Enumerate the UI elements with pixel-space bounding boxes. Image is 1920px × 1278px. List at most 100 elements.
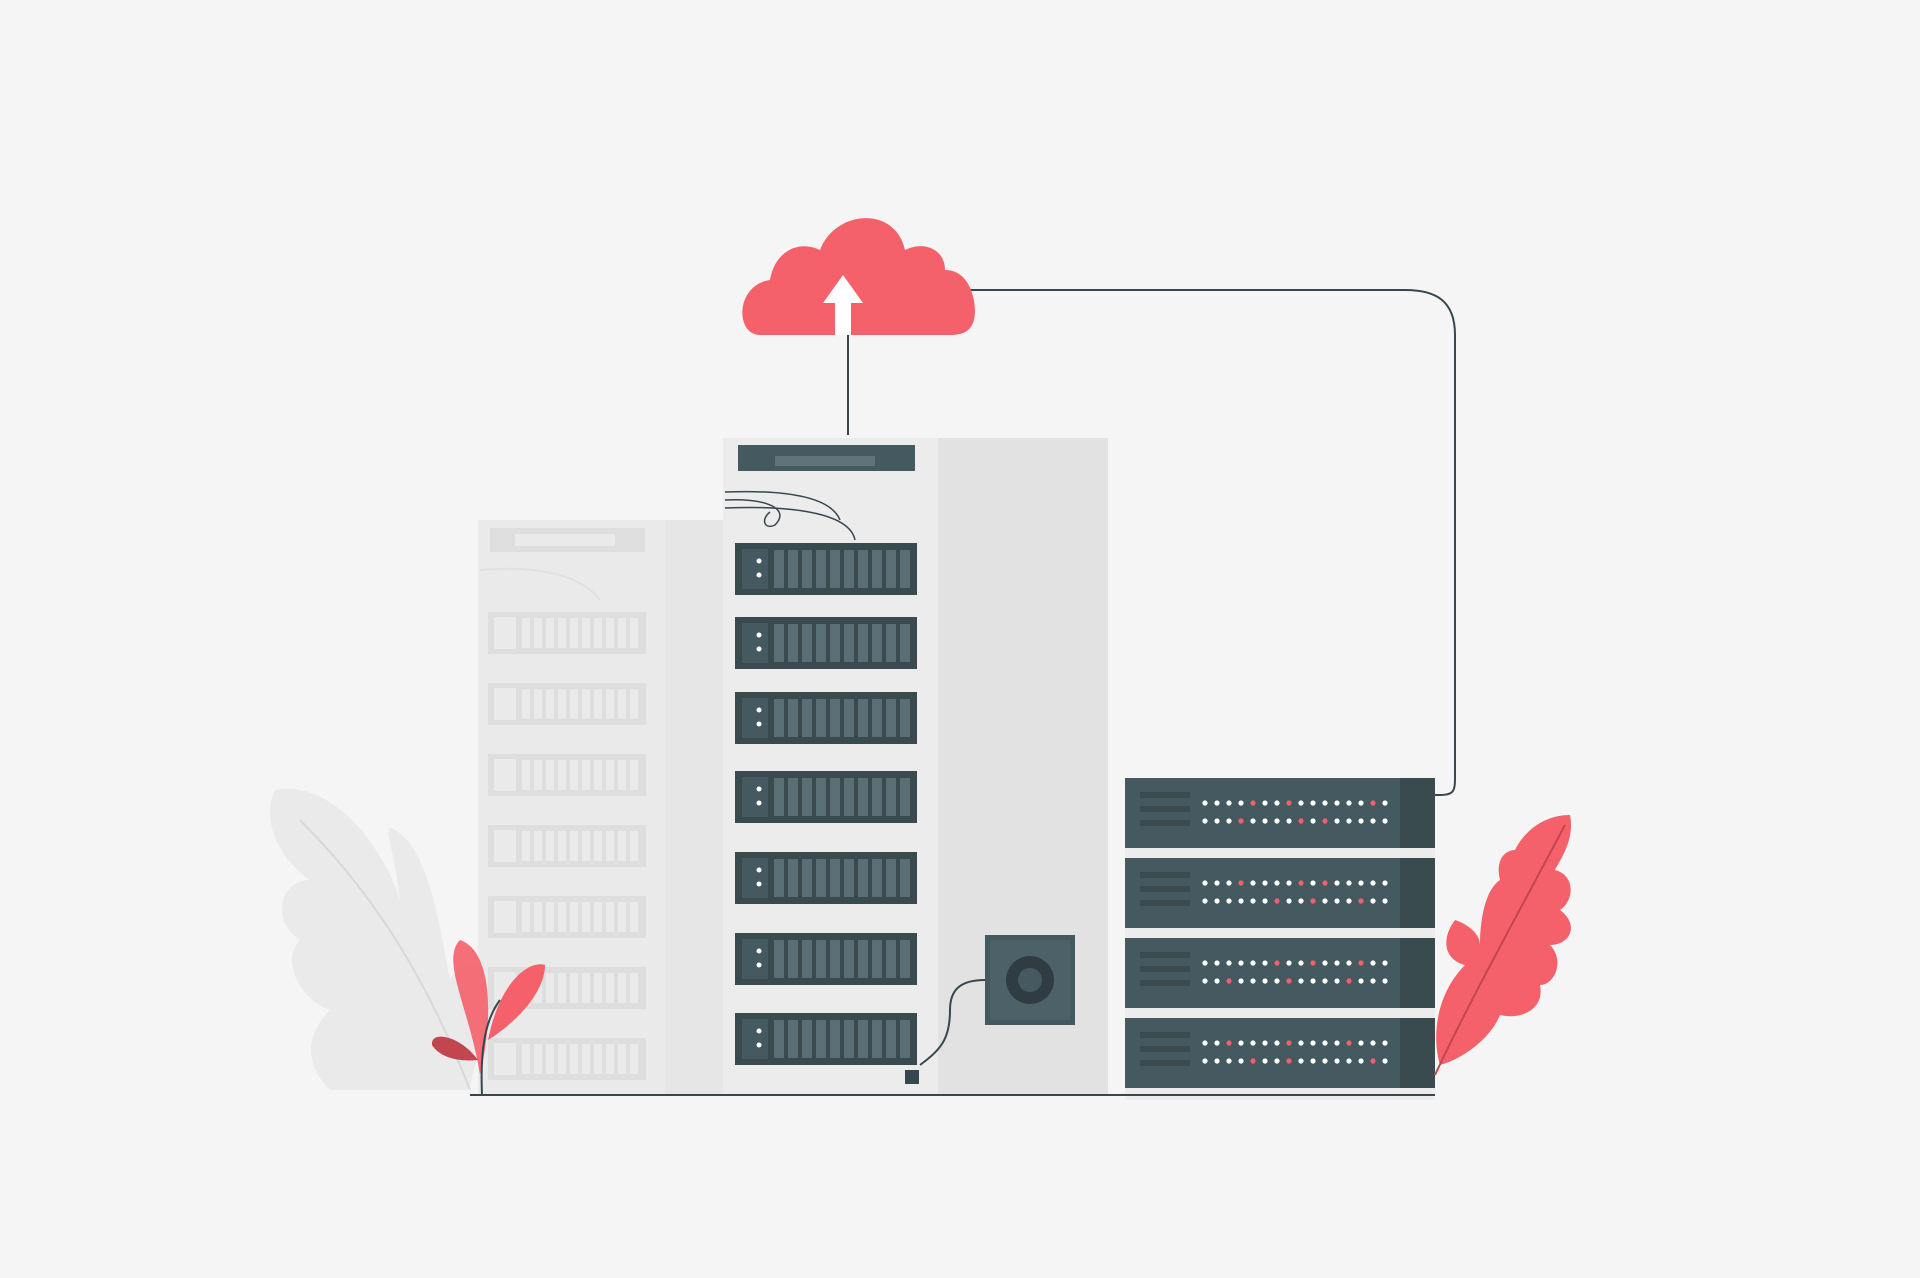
server-unit-side <box>1400 858 1435 928</box>
server-vent <box>1140 806 1190 812</box>
status-led <box>1226 1040 1232 1046</box>
server-vent <box>1140 966 1190 972</box>
status-led <box>1298 960 1304 966</box>
faded-drive-slot <box>570 689 578 719</box>
drive-slot <box>872 550 882 588</box>
faded-drive-slot <box>582 831 590 861</box>
drive-slot <box>802 699 812 737</box>
status-led <box>1382 898 1388 904</box>
server-vent <box>1140 886 1190 892</box>
arrow-up-icon <box>823 275 863 335</box>
faded-drive-slot <box>558 760 566 790</box>
drive-slot <box>844 1020 854 1058</box>
drive-slot <box>872 699 882 737</box>
drive-slot <box>802 859 812 897</box>
drive-led <box>756 881 762 887</box>
drive-slot <box>788 1020 798 1058</box>
status-led <box>1310 800 1316 806</box>
faded-drive-slot <box>558 831 566 861</box>
status-led <box>1274 1040 1280 1046</box>
faded-drive-slot <box>606 689 614 719</box>
drive-slot <box>788 940 798 978</box>
faded-drive-slot <box>546 1044 554 1074</box>
drive-slot <box>844 859 854 897</box>
faded-drive-slot <box>594 689 602 719</box>
tower-drive-bay <box>735 543 917 595</box>
faded-drive-slot <box>546 973 554 1003</box>
status-led <box>1226 960 1232 966</box>
status-led <box>1310 978 1316 984</box>
drive-led <box>756 572 762 578</box>
status-led <box>1298 818 1304 824</box>
drive-slot <box>816 550 826 588</box>
drive-slot <box>858 940 868 978</box>
drive-slot <box>816 778 826 816</box>
faded-drive-slot <box>570 831 578 861</box>
status-led <box>1322 818 1328 824</box>
server-unit-body <box>1125 938 1435 1008</box>
status-led <box>1238 898 1244 904</box>
drive-slot <box>872 859 882 897</box>
faded-drive-slot <box>522 760 530 790</box>
status-led <box>1322 960 1328 966</box>
drive-slot <box>844 940 854 978</box>
connection-cable <box>958 289 1456 796</box>
status-led <box>1202 800 1208 806</box>
status-led <box>1250 978 1256 984</box>
server-stack <box>1125 778 1435 1100</box>
status-led <box>1202 818 1208 824</box>
status-led <box>1310 898 1316 904</box>
faded-drive-slot <box>618 1044 626 1074</box>
status-led <box>1310 818 1316 824</box>
faded-drive-slot <box>618 973 626 1003</box>
faded-wire <box>479 567 601 601</box>
faded-drive-slot <box>594 1044 602 1074</box>
status-led <box>1322 1040 1328 1046</box>
faded-drive-slot <box>606 973 614 1003</box>
status-led <box>1382 1040 1388 1046</box>
server-unit-side <box>1400 938 1435 1008</box>
status-led <box>1214 1058 1220 1064</box>
status-led <box>1238 960 1244 966</box>
status-led <box>1238 880 1244 886</box>
drive-indicator <box>742 939 768 979</box>
tower-drive-bay <box>735 852 917 904</box>
faded-drive-bay <box>488 612 646 654</box>
fan-icon <box>905 935 1075 1084</box>
drive-slot <box>830 1020 840 1058</box>
status-led <box>1214 880 1220 886</box>
status-led <box>1226 898 1232 904</box>
server-unit <box>1125 1018 1435 1100</box>
status-led <box>1370 818 1376 824</box>
faded-drive-slot <box>606 760 614 790</box>
status-led <box>1202 978 1208 984</box>
server-unit <box>1125 858 1435 940</box>
faded-drive-slot <box>606 831 614 861</box>
status-led <box>1322 1058 1328 1064</box>
drive-indicator <box>742 777 768 817</box>
status-led <box>1202 898 1208 904</box>
tower-wire <box>724 506 856 541</box>
tower-wire <box>724 490 841 521</box>
server-unit-gap <box>1125 928 1435 940</box>
drive-slot <box>788 859 798 897</box>
drive-slot <box>872 940 882 978</box>
status-led <box>1310 960 1316 966</box>
server-vent <box>1140 1060 1190 1066</box>
status-led <box>1286 1040 1292 1046</box>
drive-led <box>756 646 762 652</box>
status-led <box>1358 880 1364 886</box>
drive-slot <box>872 778 882 816</box>
faded-drive-slot <box>630 689 638 719</box>
status-led <box>1226 818 1232 824</box>
faded-drive-indicator <box>494 830 516 862</box>
faded-drive-bay <box>488 754 646 796</box>
status-led <box>1274 880 1280 886</box>
server-vent <box>1140 900 1190 906</box>
drive-led <box>756 962 762 968</box>
status-led <box>1238 800 1244 806</box>
faded-drive-slot <box>570 760 578 790</box>
faded-drive-slot <box>522 1044 530 1074</box>
status-led <box>1214 1040 1220 1046</box>
drive-indicator <box>742 858 768 898</box>
